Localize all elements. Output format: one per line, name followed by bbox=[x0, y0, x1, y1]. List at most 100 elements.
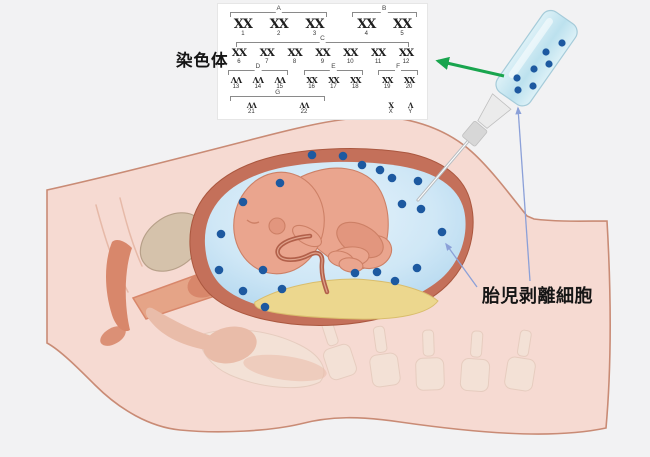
group-label: F bbox=[395, 63, 402, 71]
chromosome-glyph: XX bbox=[259, 47, 275, 60]
fetus-foot-2 bbox=[338, 257, 364, 273]
chromosome-glyph: XX bbox=[357, 17, 376, 32]
green-arrow bbox=[435, 56, 505, 78]
needle-cone bbox=[477, 93, 512, 129]
fetus bbox=[233, 167, 393, 295]
fetal-cells-label: 胎児剥離細胞 bbox=[482, 286, 593, 306]
pointer-line-sac bbox=[445, 242, 478, 288]
chromosome-number: 9 bbox=[320, 58, 325, 65]
fetal-cell bbox=[258, 265, 268, 275]
group-bracket: E bbox=[303, 64, 364, 76]
syringe-barrel bbox=[495, 9, 578, 107]
group-bracket: D bbox=[227, 64, 288, 76]
group-label: D bbox=[254, 63, 262, 71]
chromosome-number: 7 bbox=[265, 58, 269, 65]
group-label: G bbox=[274, 88, 282, 97]
chromosome-number: 3 bbox=[312, 31, 317, 37]
chromosome-glyph: XX bbox=[398, 47, 414, 60]
chromosome-glyph: XX bbox=[403, 75, 415, 86]
group-label: E bbox=[330, 63, 337, 71]
chromosome-number: 6 bbox=[237, 58, 241, 65]
syringe-shine bbox=[508, 17, 553, 79]
chromosome-number: 19 bbox=[383, 84, 391, 91]
chromosome-number: 13 bbox=[232, 84, 240, 91]
fetal-cell bbox=[514, 86, 522, 94]
perineum bbox=[100, 326, 126, 346]
fetal-cell bbox=[412, 263, 422, 273]
pointer-lines bbox=[445, 106, 531, 288]
fetal-cell bbox=[416, 204, 426, 214]
bowel bbox=[243, 354, 327, 382]
fetal-cell bbox=[275, 178, 285, 188]
chromosome-glyph: Λ bbox=[408, 100, 414, 110]
chromosome-glyph: ΛΛ bbox=[299, 100, 310, 110]
group-label: C bbox=[319, 35, 326, 43]
chromosome-glyph: XX bbox=[381, 75, 393, 86]
chromosome-glyph: XX bbox=[305, 17, 324, 32]
fetal-cell bbox=[260, 302, 270, 312]
chromosome-glyph: XX bbox=[343, 47, 358, 60]
chromosome-number: 20 bbox=[405, 84, 413, 91]
chromosome-number: 18 bbox=[351, 84, 359, 91]
fetal-cell bbox=[387, 173, 397, 183]
chromosome-number: 15 bbox=[276, 84, 284, 91]
chromosome-number: X bbox=[388, 108, 393, 115]
fetal-cell bbox=[216, 229, 226, 239]
chromosome-number: 4 bbox=[364, 31, 368, 37]
chromosome-glyph: XX bbox=[328, 75, 339, 86]
chromosome-glyph: XX bbox=[269, 17, 289, 32]
chromosome-number: 22 bbox=[300, 108, 308, 115]
fetal-cell bbox=[307, 150, 317, 160]
syringe bbox=[495, 9, 578, 107]
fetal-cell bbox=[375, 165, 385, 175]
chromosome-number: 14 bbox=[254, 84, 262, 91]
chromosome-number: 21 bbox=[247, 108, 255, 115]
fetal-cell bbox=[542, 48, 550, 56]
umbilical-cord-highlight bbox=[277, 235, 328, 293]
fetal-cell bbox=[357, 160, 367, 170]
chromosome-glyph: ΛΛ bbox=[274, 75, 285, 86]
chromosome-glyph: XX bbox=[370, 47, 386, 60]
rectum-bulb bbox=[203, 326, 257, 364]
fetal-cell bbox=[350, 268, 360, 278]
needle-highlight bbox=[417, 138, 471, 201]
chromosome-glyph: ΛΛ bbox=[252, 75, 264, 86]
fetal-cell bbox=[338, 151, 348, 161]
fetal-cell bbox=[372, 267, 382, 277]
labia bbox=[106, 240, 132, 332]
fetal-cell bbox=[277, 284, 287, 294]
needle-hub bbox=[462, 120, 488, 147]
pointer-line-syringe bbox=[515, 106, 531, 282]
fetal-cell bbox=[397, 199, 407, 209]
fetal-cell bbox=[238, 197, 248, 207]
chromosome-number: 17 bbox=[330, 84, 337, 91]
fetal-cell bbox=[513, 74, 521, 82]
chromosome-glyph: XX bbox=[233, 17, 253, 32]
fetal-cell bbox=[238, 286, 248, 296]
chromosome-glyph: XX bbox=[350, 75, 361, 86]
chromosome-number: 1 bbox=[241, 31, 245, 37]
chromosome-number: 5 bbox=[400, 31, 404, 37]
